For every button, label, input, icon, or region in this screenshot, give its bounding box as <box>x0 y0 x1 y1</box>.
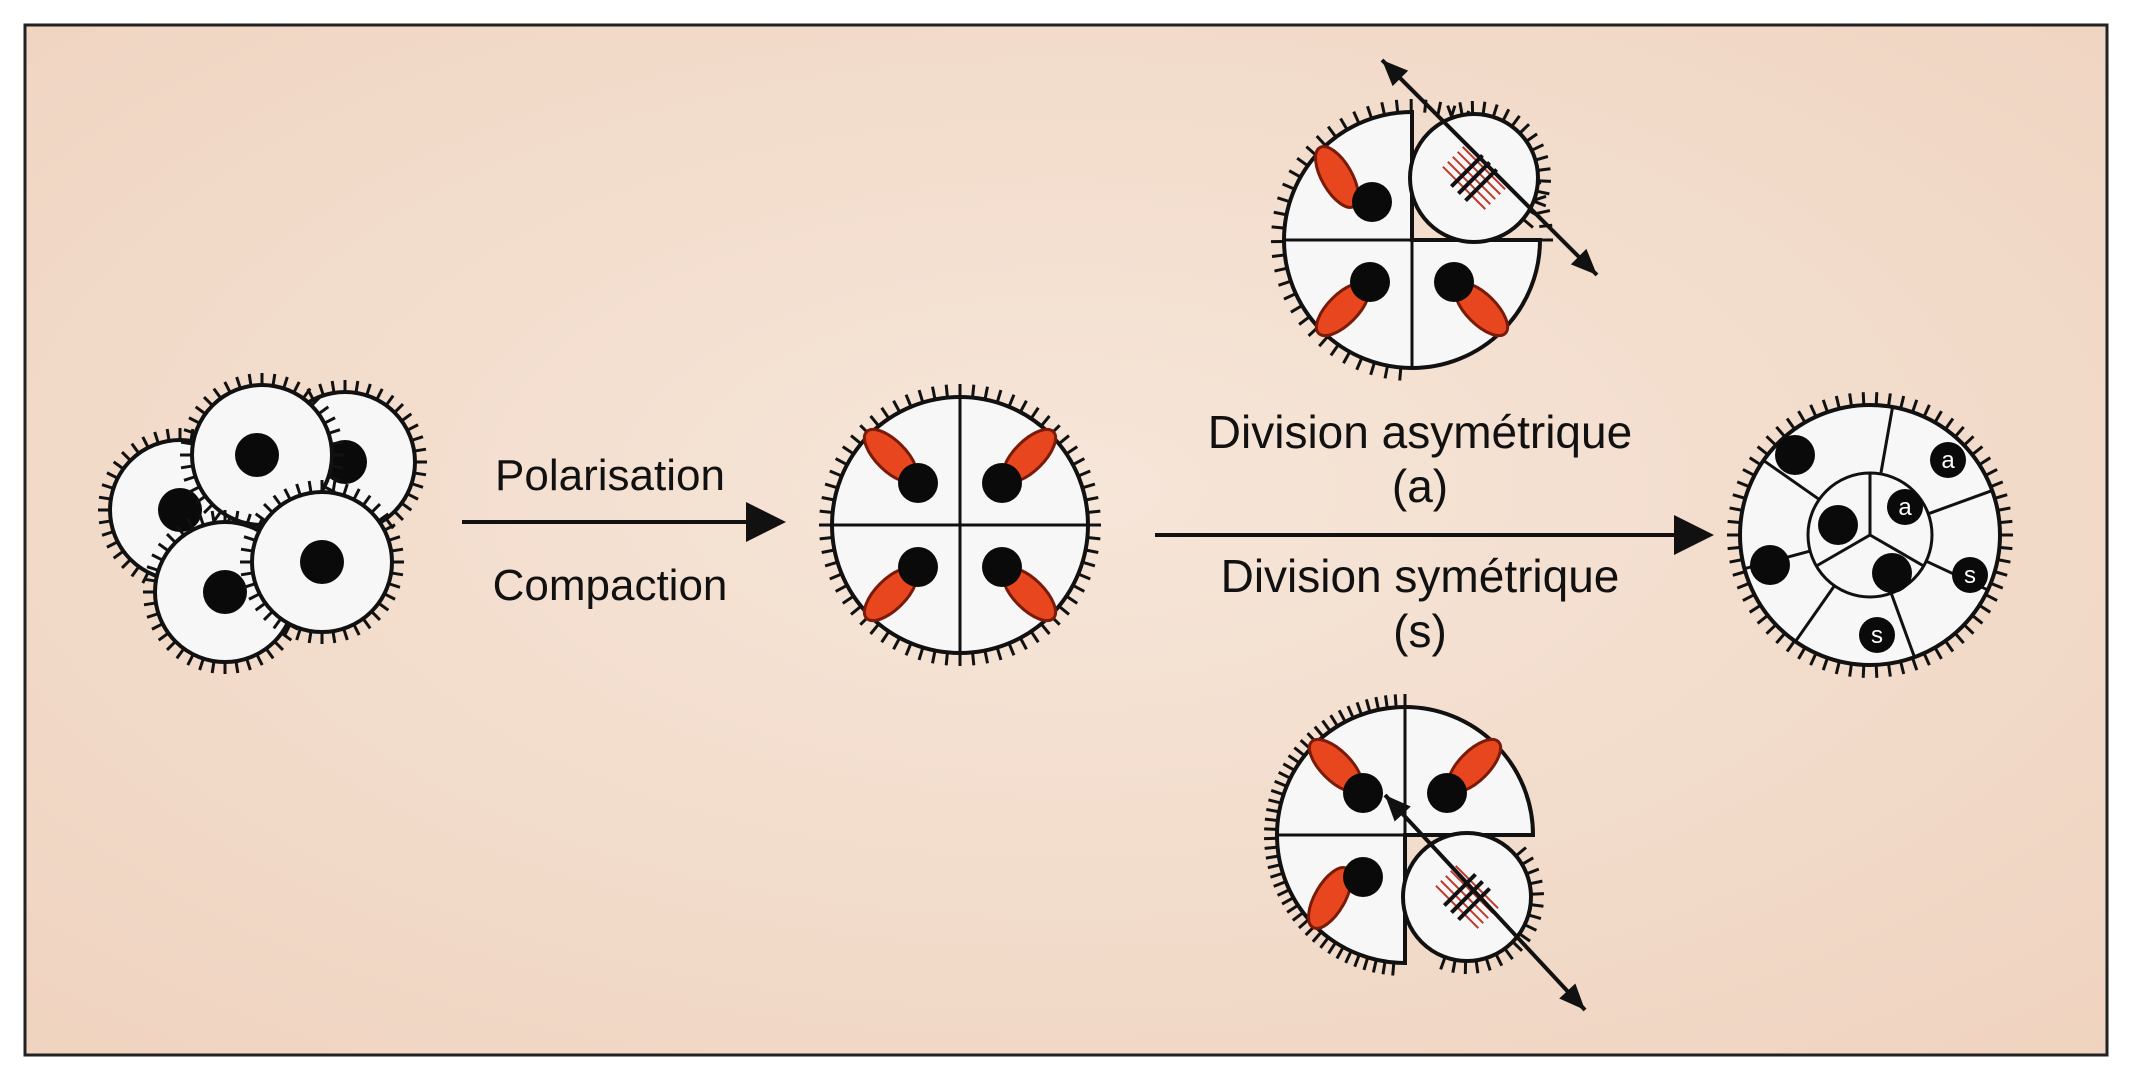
cell-label-s: s <box>1859 617 1895 653</box>
nucleus <box>158 488 202 532</box>
nucleus <box>1818 505 1858 545</box>
nucleus <box>235 433 279 477</box>
compacted-embryo <box>819 384 1101 666</box>
nucleus <box>300 540 344 584</box>
nucleus <box>1352 182 1392 222</box>
svg-text:s: s <box>1964 562 1976 589</box>
label-polarisation: Polarisation <box>495 451 725 500</box>
cluster-cell <box>240 480 404 644</box>
nucleus <box>203 570 247 614</box>
label-division-asymetrique: Division asymétrique <box>1208 406 1632 458</box>
nucleus <box>1434 262 1474 302</box>
nucleus <box>1775 435 1815 475</box>
cell-label-s: s <box>1952 557 1988 593</box>
label-division-symetrique-code: (s) <box>1393 605 1447 657</box>
nucleus <box>982 463 1022 503</box>
svg-text:s: s <box>1871 622 1883 649</box>
label-compaction: Compaction <box>493 561 728 610</box>
svg-text:a: a <box>1898 494 1912 521</box>
label-division-asymetrique-code: (a) <box>1392 460 1448 512</box>
nucleus <box>898 463 938 503</box>
cell-label-a: a <box>1930 442 1966 478</box>
nucleus <box>1750 545 1790 585</box>
nucleus <box>1350 262 1390 302</box>
nucleus <box>1343 773 1383 813</box>
nucleus <box>898 547 938 587</box>
label-division-symetrique: Division symétrique <box>1221 550 1620 602</box>
nucleus <box>982 547 1022 587</box>
svg-text:a: a <box>1941 447 1955 474</box>
cell-label-a: a <box>1887 489 1923 525</box>
nucleus <box>1343 857 1383 897</box>
nucleus <box>1872 553 1912 593</box>
nucleus <box>1427 773 1467 813</box>
